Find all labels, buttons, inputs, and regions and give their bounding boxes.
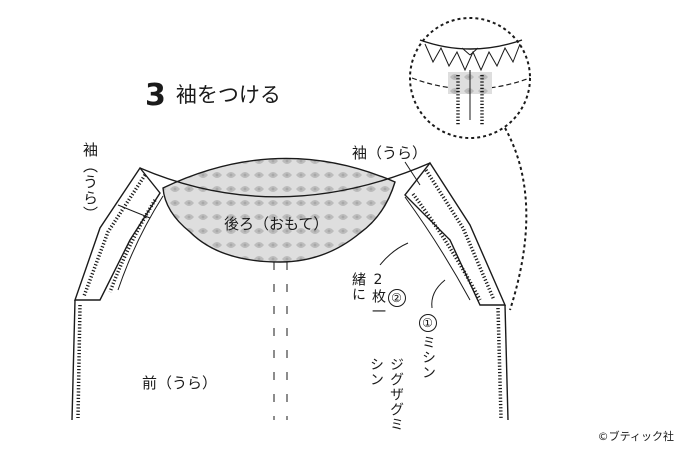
front-right-side-zz [496,307,503,419]
leader-zigzag [379,242,409,266]
step-heading: 3 袖をつける [145,78,281,113]
copyright: ©ブティック社 [597,430,674,443]
leader-stitch [431,279,446,309]
front-left-side [71,299,76,421]
right-armhole-seam [404,196,471,301]
callout-connector [504,127,528,311]
zigzag-text-2: ジグザグミシン [368,357,404,432]
marker-1: ① [419,314,437,332]
left-armhole-seam [117,195,164,291]
back-piece [162,157,396,263]
label-front: 前（うら） [142,374,218,392]
marker-2: ② [388,289,406,307]
neckline [139,162,431,198]
step-title: 袖をつける [175,83,281,107]
leader-right-sleeve [404,161,421,186]
label-back: 後ろ（おもて） [224,215,329,233]
instruction-stitch: ① ミシン [418,314,438,404]
right-armhole-zigzag [411,192,482,301]
left-sleeve [74,166,161,301]
right-sleeve [404,161,507,306]
callout-detail [411,39,531,125]
front-right-side [504,304,509,421]
zigzag-text-1: 2枚一緒に [350,272,386,319]
leader-left-sleeve [117,204,151,219]
label-sleeve-right: 袖（うら） [352,144,428,162]
stitch-text: ミシン [420,335,436,380]
instruction-zigzag: ② 2枚一緒に ジグザグミシン [348,272,406,432]
step-number: 3 [145,78,166,113]
label-sleeve-left: 袖（うら） [81,142,99,222]
right-sleeve-zigzag [424,169,496,301]
left-sleeve-zigzag [82,174,147,297]
left-armhole-zigzag [108,199,157,293]
front-left-side-zz [76,304,82,419]
